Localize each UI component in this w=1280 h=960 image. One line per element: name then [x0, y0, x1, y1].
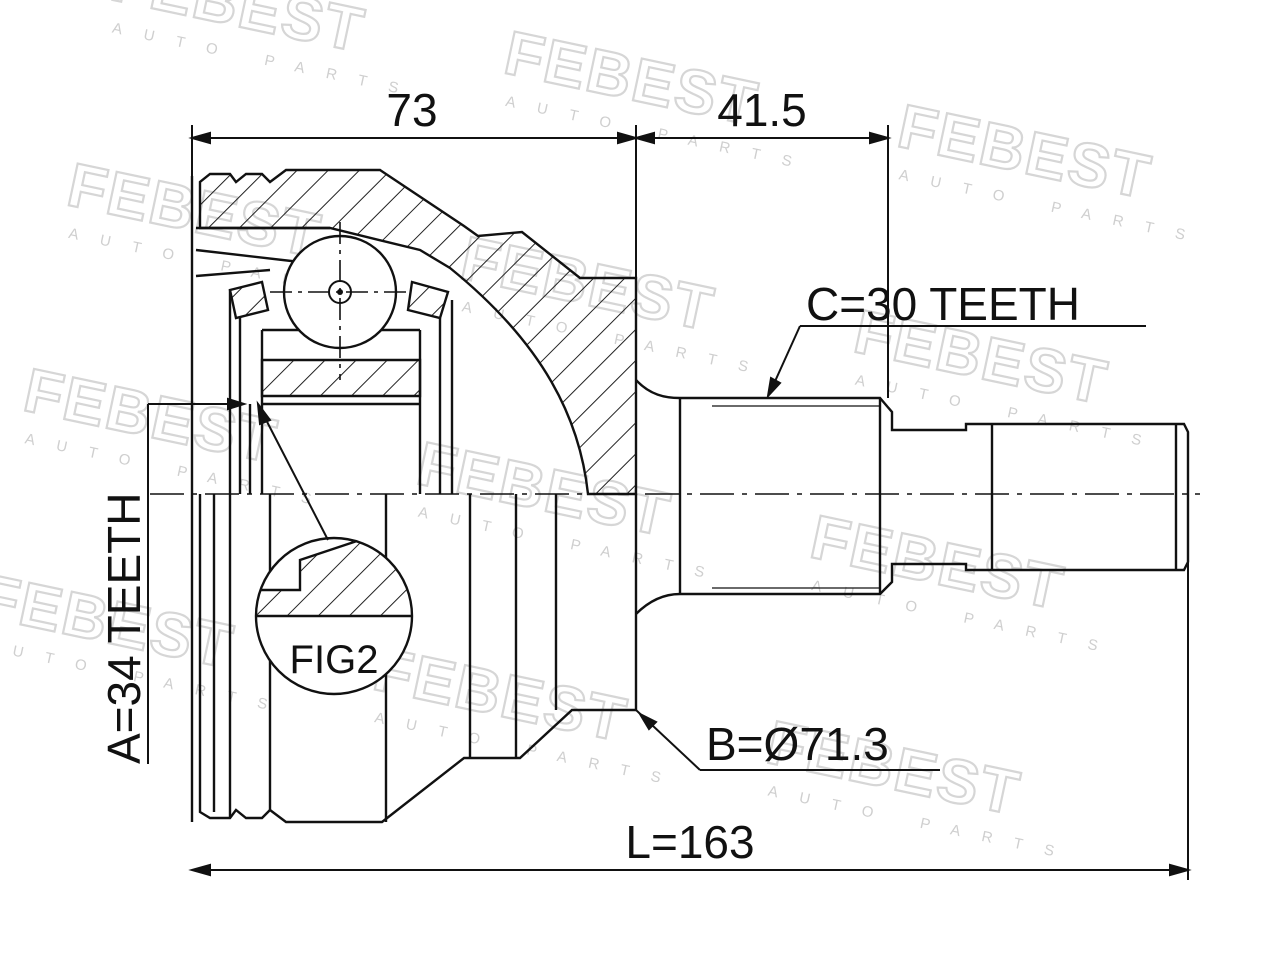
fig2-label: FIG2: [290, 638, 379, 682]
dim-outer-spline: C=30 TEETH: [806, 278, 1080, 330]
dim-housing-length: 73: [386, 84, 437, 136]
ball-cage-right: [406, 280, 450, 320]
ball-cage-left: [228, 280, 270, 320]
housing-hatched-section: [198, 168, 638, 496]
fig2-detail: FIG2: [254, 536, 414, 696]
housing-section: [195, 168, 638, 496]
dimension-lines: [147, 125, 1192, 880]
watermark-tile: FEBEST AUTO PARTS: [891, 91, 1208, 249]
dim-inner-spline: A=34 TEETH: [98, 493, 150, 764]
inner-race-section: [260, 358, 422, 398]
fig2-leader: [256, 400, 329, 541]
dim-outer-diameter: B=Ø71.3: [706, 718, 889, 770]
dim-stub-length: 41.5: [717, 84, 807, 136]
watermark-tile: FEBEST AUTO PARTS: [367, 634, 684, 792]
housing-inner-bore: [195, 226, 330, 278]
dim-total-length: L=163: [625, 816, 754, 868]
watermark-tile: FEBEST AUTO PARTS: [804, 502, 1121, 660]
housing-lower-outline: [190, 176, 638, 824]
watermark-tile: FEBEST AUTO PARTS: [410, 428, 727, 586]
ball-element: [270, 222, 410, 380]
